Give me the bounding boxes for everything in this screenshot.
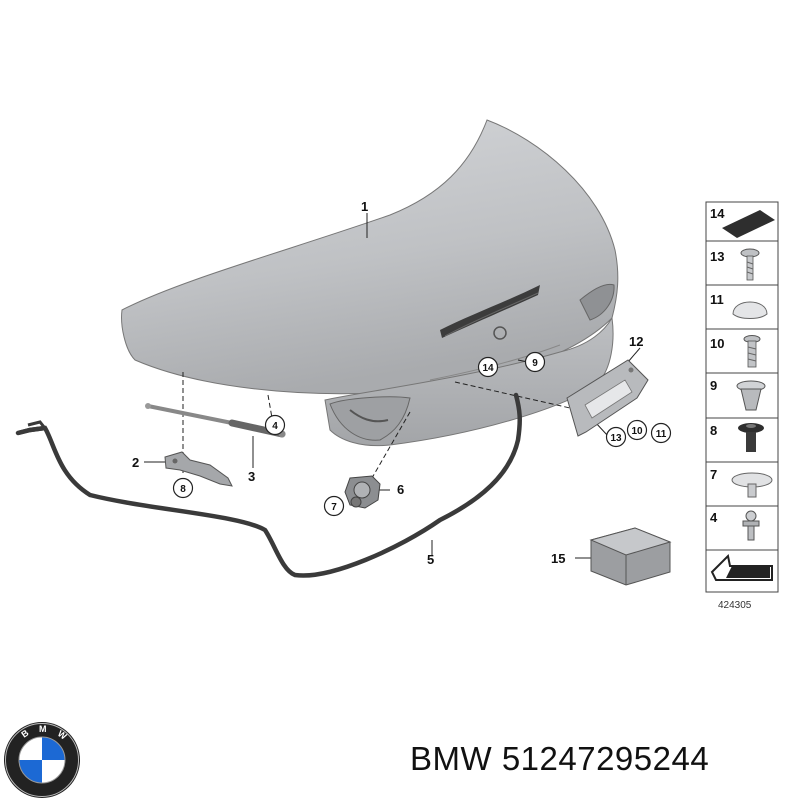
svg-text:M: M — [39, 724, 47, 734]
direction-arrow-icon — [710, 553, 773, 581]
circled-callout-13-label: 13 — [610, 433, 622, 444]
panel-label-7: 7 — [710, 467, 717, 482]
panel-label-4: 4 — [710, 510, 718, 525]
callout-2: 2 — [132, 455, 139, 470]
panel-label-11: 11 — [710, 292, 724, 307]
gas-strut — [145, 403, 286, 438]
plate-bracket — [566, 359, 649, 437]
plug-icon — [731, 472, 773, 498]
circled-callout-4-label: 4 — [272, 421, 278, 432]
panel-label-14: 14 — [710, 206, 725, 221]
foam-pad-icon — [722, 210, 775, 238]
hinge-bracket — [164, 451, 233, 487]
circled-callout-9-label: 9 — [532, 358, 538, 369]
circled-callout-10: 10 — [626, 419, 648, 441]
circled-callout-7-label: 7 — [331, 502, 337, 513]
push-clip-icon — [738, 423, 764, 452]
part-number-title: BMW 51247295244 — [410, 740, 710, 777]
panel-label-9: 9 — [710, 378, 717, 393]
panel-label-10: 10 — [710, 336, 724, 351]
callout-1: 1 — [361, 199, 368, 214]
fastener-panel: 14 13 11 10 9 8 7 4 — [705, 201, 779, 593]
callout-3: 3 — [248, 469, 255, 484]
bmw-logo: B M W — [4, 722, 80, 798]
circled-callout-4: 4 — [264, 414, 286, 436]
trunk-lid — [121, 119, 619, 447]
lock-actuator — [344, 475, 381, 509]
circled-callout-11-label: 11 — [656, 429, 667, 440]
circled-callout-10-label: 10 — [631, 426, 643, 437]
circled-callout-13: 13 — [605, 426, 627, 448]
panel-label-13: 13 — [710, 249, 724, 264]
screw-icon — [740, 248, 760, 281]
part-15-box — [589, 527, 672, 586]
circled-callout-8-label: 8 — [180, 484, 186, 495]
callout-12: 12 — [629, 334, 643, 349]
circled-callout-7: 7 — [323, 495, 345, 517]
cap-icon — [732, 301, 768, 319]
circled-callout-9: 9 — [524, 351, 546, 373]
ball-stud-icon — [742, 510, 760, 541]
rivet-icon — [736, 380, 766, 411]
callout-5: 5 — [427, 552, 434, 567]
callout-6: 6 — [397, 482, 404, 497]
diagram-number: 424305 — [718, 600, 752, 611]
callout-15: 15 — [551, 551, 565, 566]
bolt-icon — [743, 335, 761, 368]
circled-callout-14-label: 14 — [482, 363, 494, 374]
panel-label-8: 8 — [710, 423, 717, 438]
circled-callout-14: 14 — [477, 356, 499, 378]
trunk-seal — [15, 392, 522, 578]
svg-text:B: B — [19, 727, 30, 739]
circled-callout-8: 8 — [172, 477, 194, 499]
circled-callout-11: 11 — [650, 422, 672, 444]
